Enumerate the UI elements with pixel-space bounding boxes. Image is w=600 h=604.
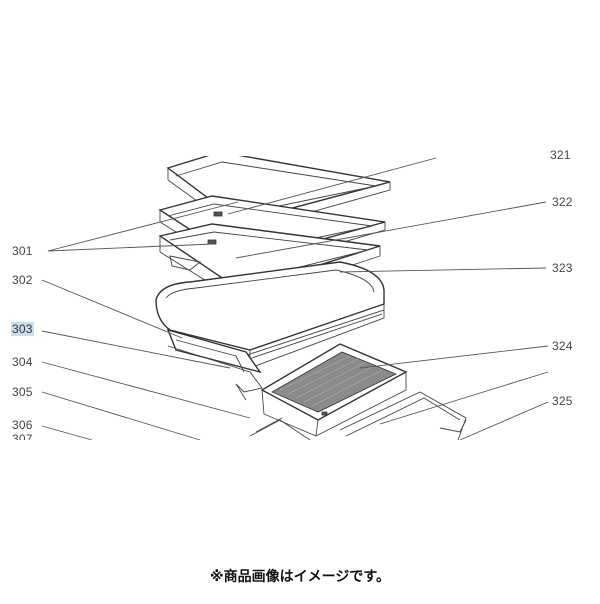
label-301: 301 — [12, 244, 33, 258]
third-glass-shelf — [158, 223, 381, 303]
label-321: 321 — [550, 148, 571, 162]
label-324: 324 — [552, 339, 573, 353]
label-322: 322 — [552, 195, 573, 209]
lower-tray — [249, 391, 467, 453]
chilled-cover — [155, 261, 385, 369]
label-304: 304 — [12, 355, 33, 369]
label-323: 323 — [552, 261, 573, 275]
label-325: 325 — [552, 394, 573, 408]
image-disclaimer-caption: ※商品画像はイメージです。 — [210, 569, 390, 585]
label-306: 306 — [12, 418, 33, 432]
label-302: 302 — [12, 273, 33, 287]
label-307-clip: 307 — [0, 430, 120, 440]
tray-frame — [166, 328, 263, 401]
label-305: 305 — [12, 385, 33, 399]
label-303-highlighted[interactable]: 303 — [11, 322, 34, 336]
leader-lines — [41, 157, 549, 441]
label-307: 307 — [12, 432, 33, 440]
